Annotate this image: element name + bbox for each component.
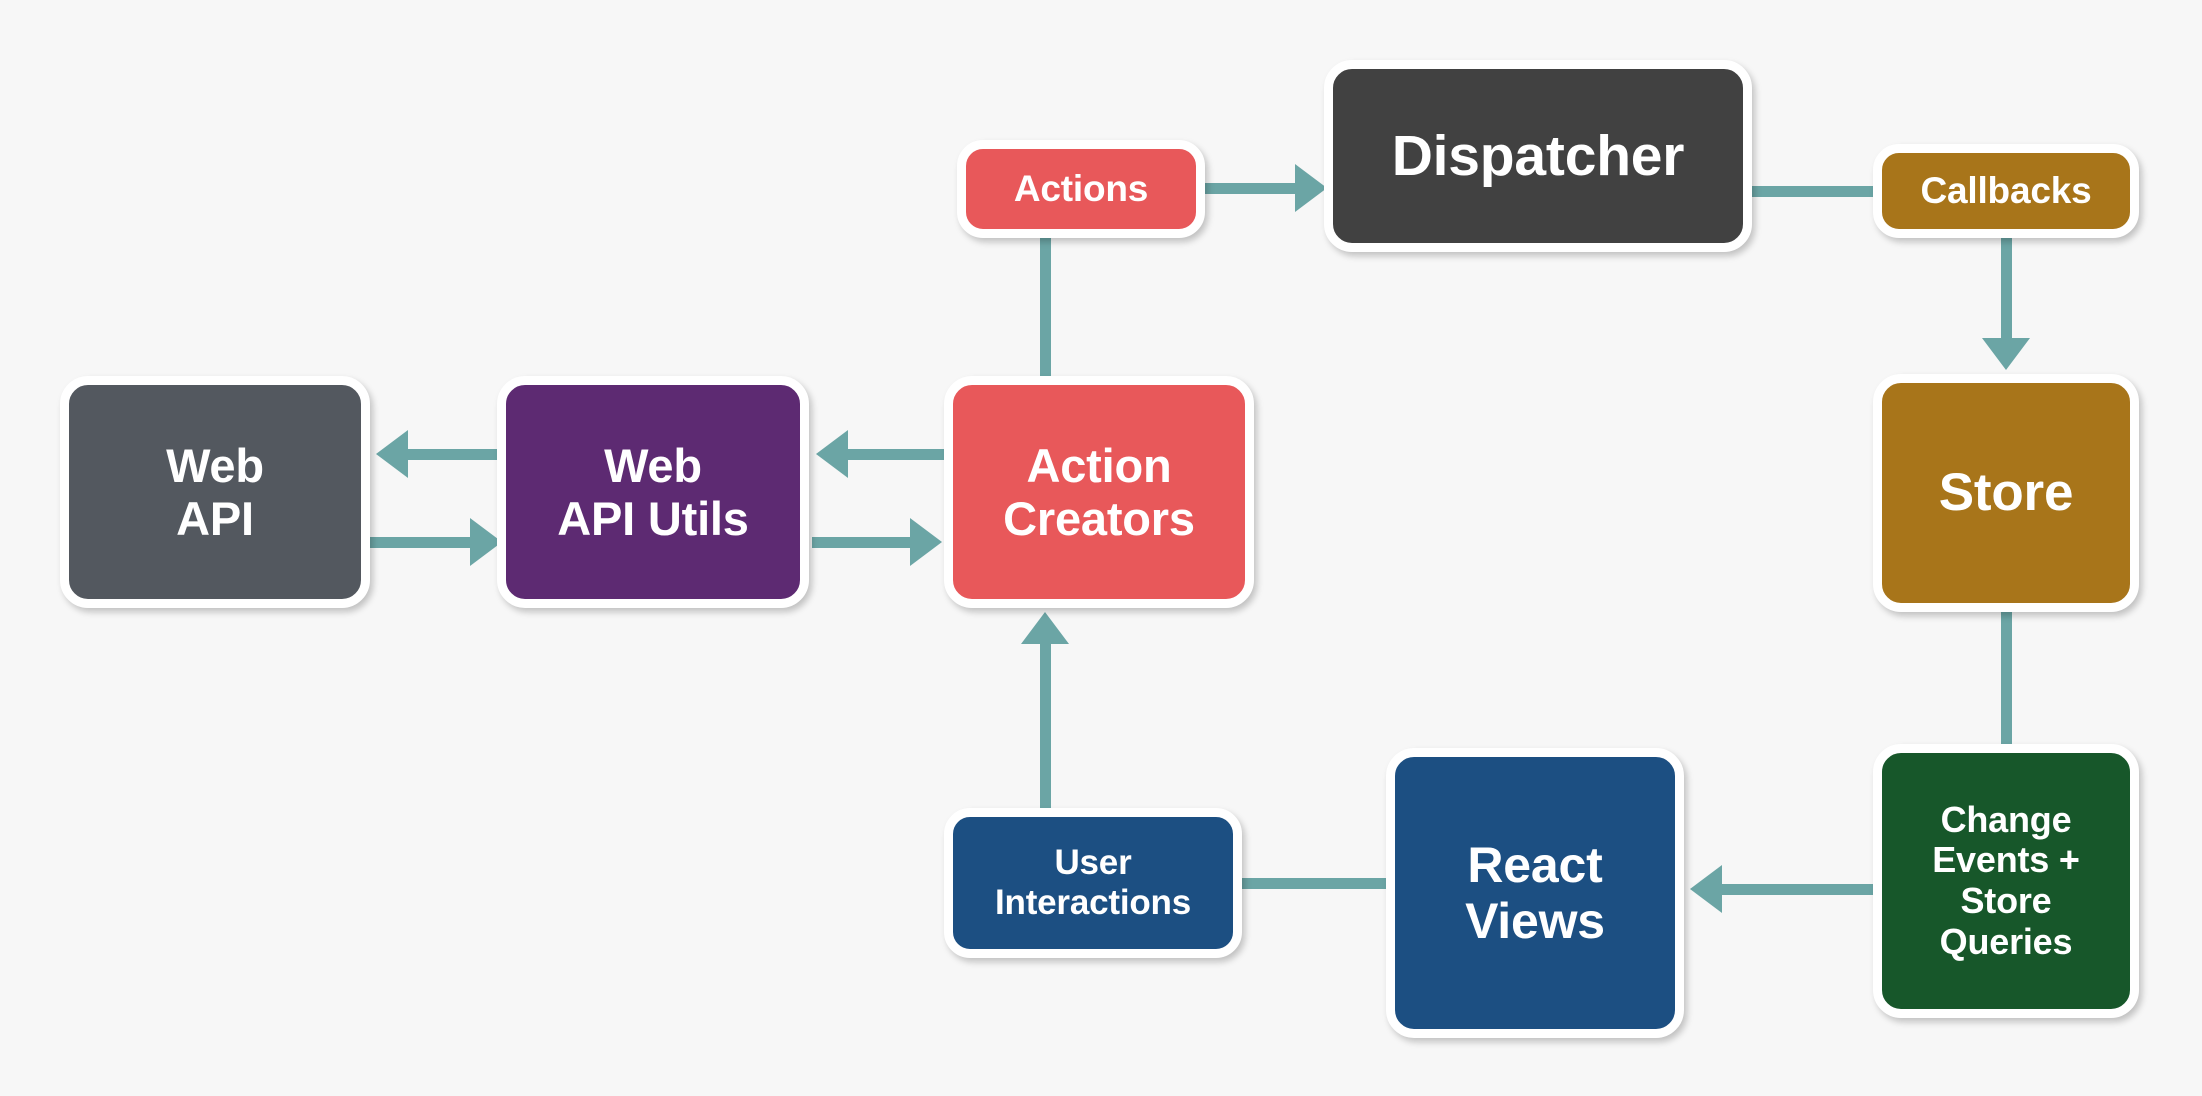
node-user-interactions[interactable]: User Interactions	[944, 808, 1242, 958]
edge-web-api-utils-to-web-api	[405, 449, 509, 460]
arrowhead-web-api-utils-to-web-api	[376, 430, 408, 478]
node-action-creators[interactable]: Action Creators	[944, 376, 1254, 608]
node-actions[interactable]: Actions	[957, 140, 1205, 238]
edge-action-creators-to-web-api-utils	[846, 449, 951, 460]
node-store[interactable]: Store	[1873, 374, 2139, 612]
node-dispatcher[interactable]: Dispatcher	[1324, 60, 1752, 252]
node-web-api-utils[interactable]: Web API Utils	[497, 376, 809, 608]
arrowhead-actions-to-dispatcher	[1295, 164, 1327, 212]
arrowhead-web-api-utils-to-action-creators	[910, 518, 942, 566]
edge-react-views-to-user-interactions	[1242, 878, 1390, 889]
arrowhead-action-creators-to-web-api-utils	[816, 430, 848, 478]
edge-action-creators-to-actions	[1040, 236, 1051, 382]
edge-dispatcher-to-callbacks	[1752, 186, 1877, 197]
edge-callbacks-to-store	[2001, 238, 2012, 342]
node-change-events-store-queries[interactable]: Change Events + Store Queries	[1873, 744, 2139, 1018]
arrowhead-user-interactions-to-action-creators	[1021, 612, 1069, 644]
node-react-views[interactable]: React Views	[1386, 748, 1684, 1038]
node-callbacks[interactable]: Callbacks	[1873, 144, 2139, 238]
edge-store-to-change-events	[2001, 612, 2012, 748]
edge-actions-to-dispatcher	[1205, 183, 1303, 194]
arrowhead-web-api-to-web-api-utils	[470, 518, 502, 566]
edge-web-api-to-web-api-utils	[370, 537, 476, 548]
arrowhead-change-events-to-react-views	[1690, 865, 1722, 913]
edge-change-events-to-react-views	[1718, 884, 1878, 895]
edge-web-api-utils-to-action-creators	[812, 537, 917, 548]
edge-user-interactions-to-action-creators	[1040, 640, 1051, 812]
node-web-api[interactable]: Web API	[60, 376, 370, 608]
arrowhead-callbacks-to-store	[1982, 338, 2030, 370]
